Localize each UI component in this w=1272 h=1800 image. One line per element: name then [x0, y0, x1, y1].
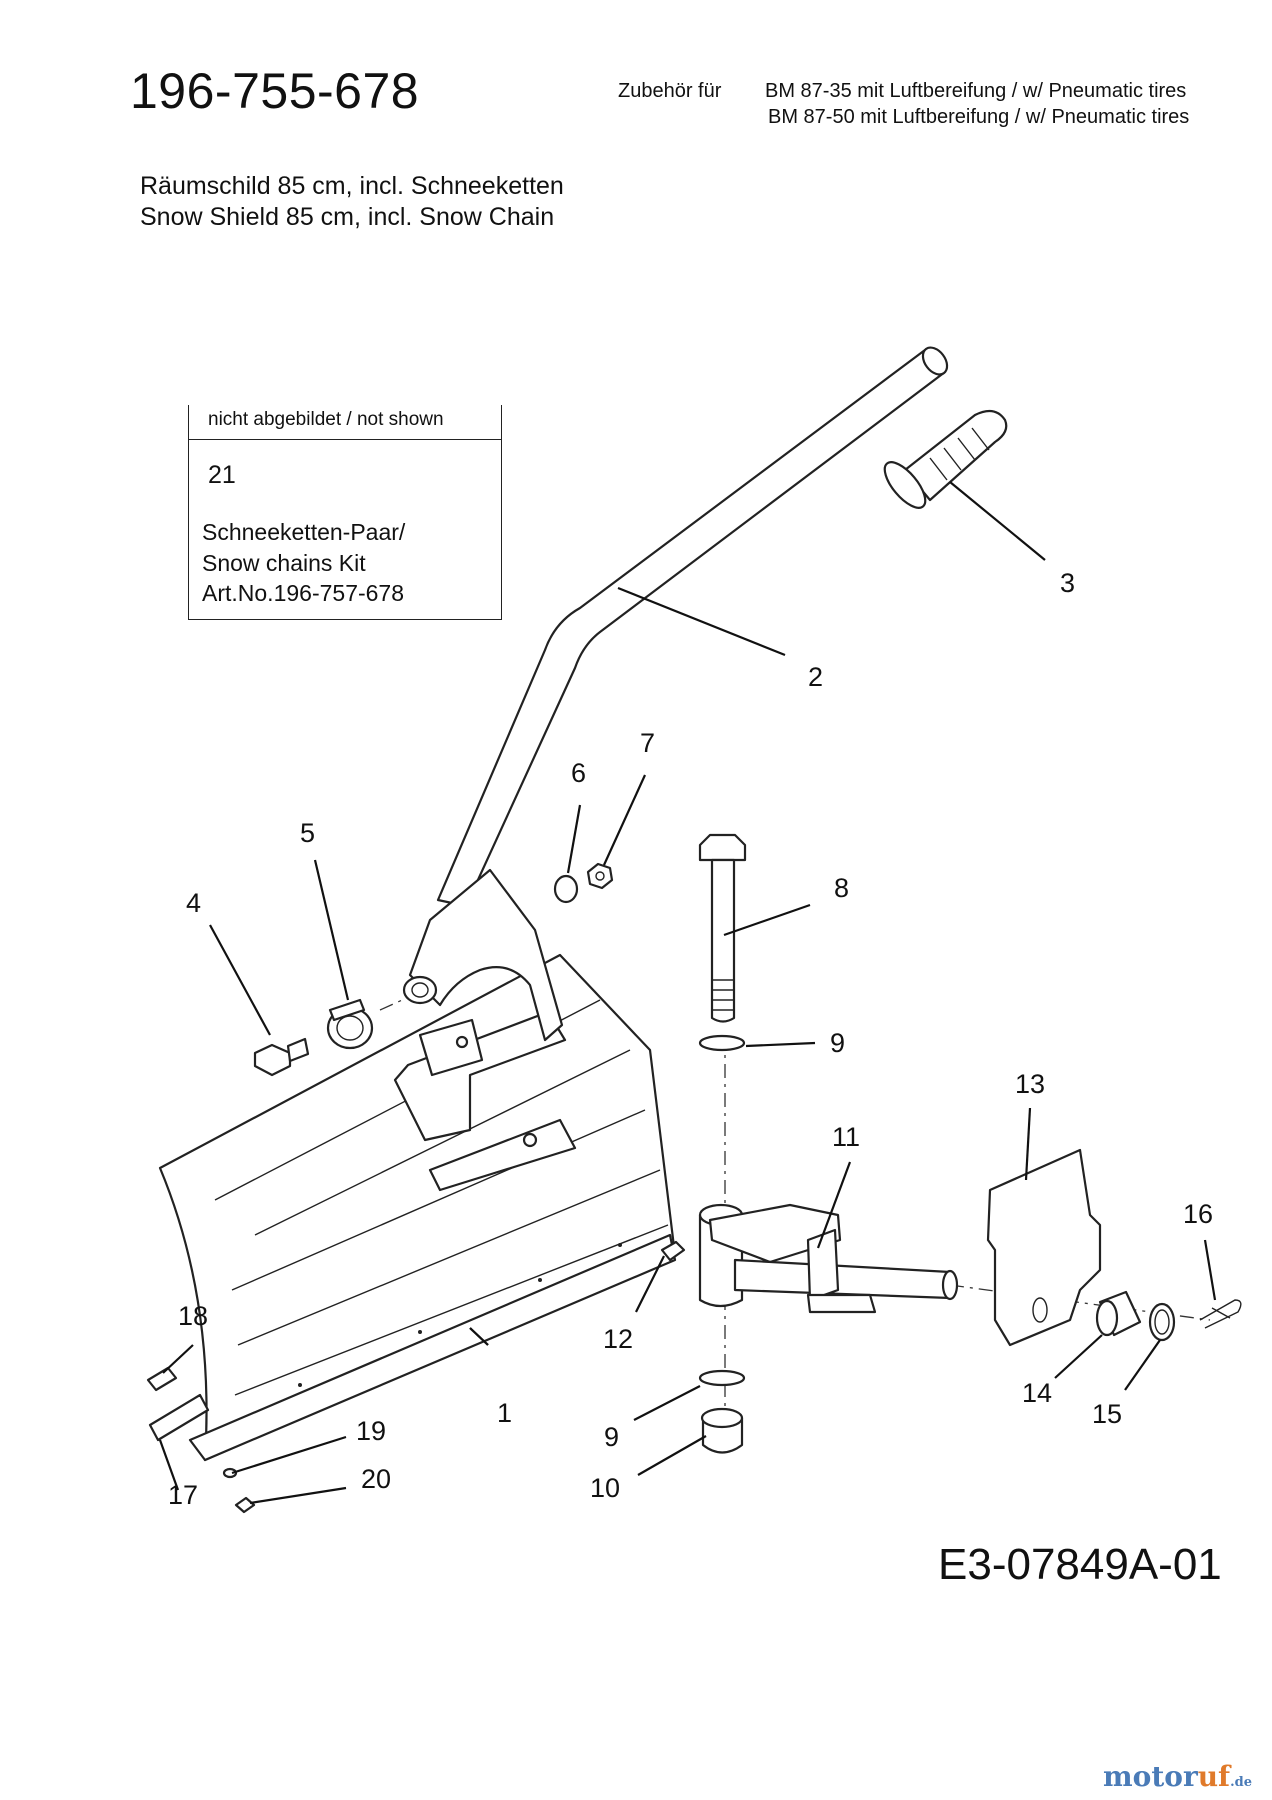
- callout-13: 13: [1015, 1069, 1045, 1099]
- snow-blade: [158, 953, 677, 1462]
- title-german: Räumschild 85 cm, incl. Schneeketten: [140, 172, 564, 200]
- leader-4: [209, 924, 271, 1036]
- callout-10: 10: [590, 1473, 620, 1503]
- part-9-washer-lower: [698, 1369, 746, 1387]
- part-7-nut: [586, 862, 614, 890]
- callout-14: 14: [1022, 1378, 1052, 1408]
- callout-20: 20: [361, 1464, 391, 1494]
- callout-9-lower: 9: [604, 1422, 619, 1452]
- callout-1: 1: [497, 1398, 512, 1428]
- leader-8: [723, 903, 811, 937]
- not-shown-desc-2: Snow chains Kit: [202, 550, 366, 576]
- callout-19: 19: [356, 1416, 386, 1446]
- title-english: Snow Shield 85 cm, incl. Snow Chain: [140, 203, 555, 231]
- leader-20: [249, 1486, 347, 1505]
- part-13-plate: [986, 1148, 1102, 1347]
- leader-9a: [745, 1041, 816, 1048]
- callout-3: 3: [1060, 568, 1075, 598]
- leader-5: [313, 859, 350, 1001]
- callout-7: 7: [640, 728, 655, 758]
- leader-17: [158, 1439, 180, 1491]
- handle-pivot-plate: [402, 868, 564, 1042]
- callout-16: 16: [1183, 1199, 1213, 1229]
- callout-15: 15: [1092, 1399, 1122, 1429]
- leader-16: [1203, 1239, 1217, 1301]
- not-shown-desc-3: Art.No.196-757-678: [202, 580, 405, 606]
- part-16-clip: [1199, 1299, 1242, 1329]
- callout-6: 6: [571, 758, 586, 788]
- leader-13: [1024, 1107, 1032, 1181]
- leader-18: [162, 1344, 194, 1374]
- part-17-runner: [148, 1393, 210, 1442]
- accessory-label: Zubehör für: [618, 80, 722, 102]
- handle-tube: [436, 346, 949, 908]
- watermark-logo: motoruf.de: [1103, 1760, 1252, 1793]
- leader-2: [617, 586, 786, 657]
- not-shown-divider: [188, 439, 501, 440]
- model-line-1: BM 87-35 mit Luftbereifung / w/ Pneumati…: [765, 80, 1187, 102]
- leader-3: [949, 481, 1046, 561]
- part-4-bolt: [253, 1037, 310, 1077]
- leader-15: [1124, 1339, 1161, 1391]
- part-6-washer: [553, 874, 579, 904]
- part-20-nut: [234, 1496, 256, 1514]
- not-shown-number: 21: [208, 461, 236, 489]
- drawing-code: E3-07849A-01: [938, 1540, 1222, 1589]
- callout-8: 8: [834, 873, 849, 903]
- callout-12: 12: [603, 1324, 633, 1354]
- not-shown-desc-1: Schneeketten-Paar/: [202, 519, 406, 545]
- leader-10: [637, 1435, 707, 1476]
- callout-5: 5: [300, 818, 315, 848]
- leader-6: [566, 804, 582, 874]
- leader-14: [1054, 1334, 1103, 1379]
- callout-2: 2: [808, 662, 823, 692]
- callout-17: 17: [168, 1480, 198, 1510]
- not-shown-border: [188, 405, 502, 620]
- part-18-bolt: [146, 1366, 178, 1392]
- part-11-hinge: [698, 1203, 959, 1314]
- callout-4: 4: [186, 888, 201, 918]
- leader-lines: [158, 481, 1217, 1505]
- leader-19: [231, 1435, 347, 1475]
- part-10-nut: [700, 1407, 744, 1454]
- callout-9-upper: 9: [830, 1028, 845, 1058]
- part-19-washer: [222, 1467, 238, 1479]
- part-5-clamp: [326, 998, 374, 1050]
- part-14-bushing: [1095, 1290, 1142, 1337]
- callout-11: 11: [832, 1122, 860, 1152]
- not-shown-header: nicht abgebildet / not shown: [208, 409, 444, 430]
- handle-grip: [883, 409, 1008, 509]
- leader-7: [602, 774, 647, 866]
- leader-12: [635, 1255, 665, 1313]
- part-15-ring: [1148, 1302, 1176, 1342]
- leader-9b: [633, 1385, 701, 1421]
- part-number: 196-755-678: [130, 63, 420, 119]
- leader-11: [816, 1161, 852, 1249]
- part-8-bolt: [698, 833, 747, 1023]
- part-9-washer-upper: [698, 1034, 746, 1052]
- model-line-2: BM 87-50 mit Luftbereifung / w/ Pneumati…: [768, 106, 1190, 128]
- not-shown-box: nicht abgebildet / not shown 21 Schneeke…: [188, 405, 502, 620]
- part-12-grease-nipple: [660, 1240, 686, 1262]
- callout-18: 18: [178, 1301, 208, 1331]
